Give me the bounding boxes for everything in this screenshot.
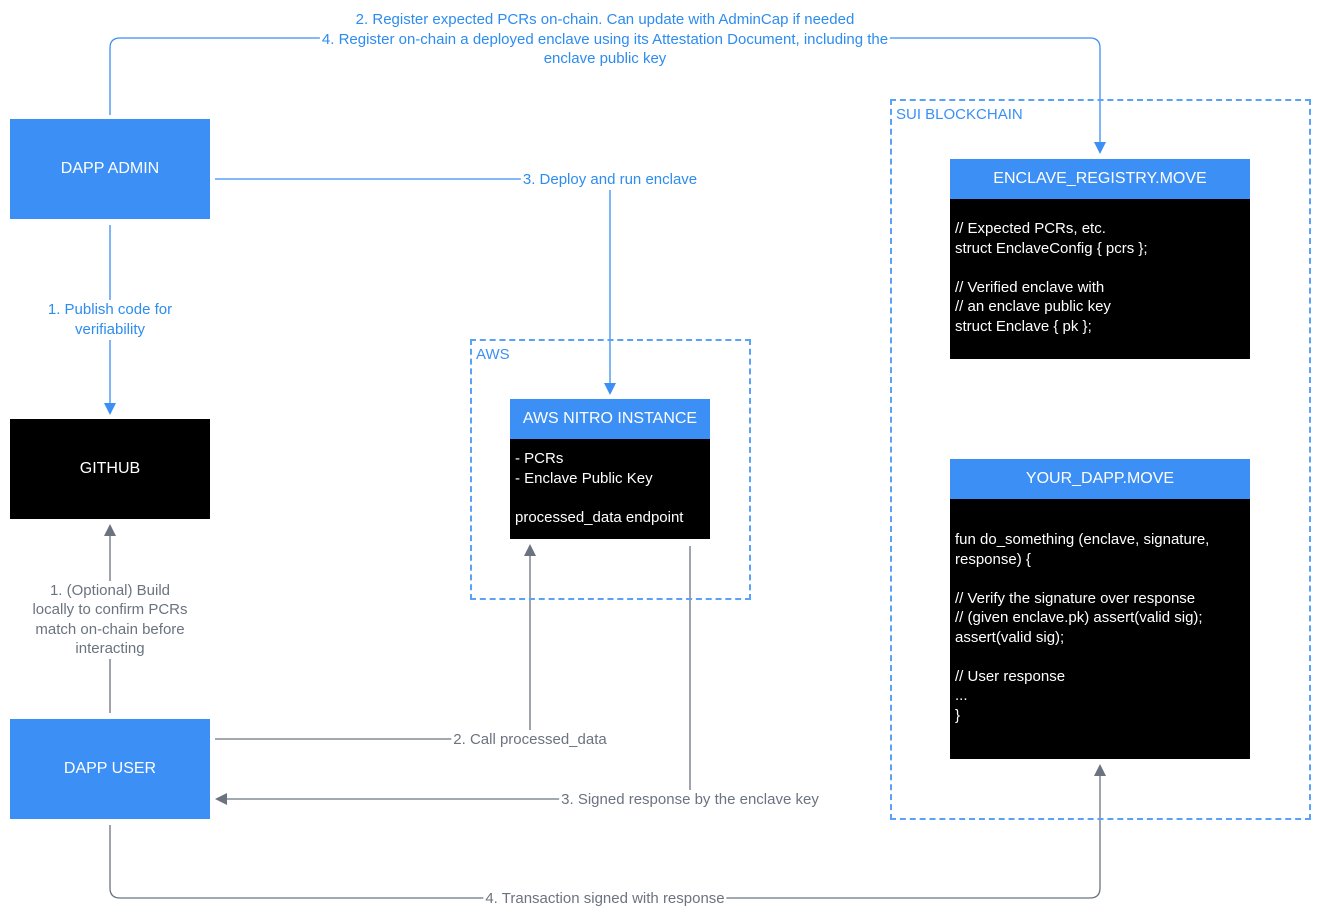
sui-blockchain-region-label: SUI BLOCKCHAIN [896,106,1023,123]
edge-label-register-line3: enclave public key [541,49,669,69]
dapp-user-node: DAPP USER [10,719,210,819]
aws-nitro-title: AWS NITRO INSTANCE [510,399,710,439]
your-dapp-code: fun do_something (enclave, signature, re… [950,499,1250,759]
github-node: GITHUB [10,419,210,519]
aws-region [470,339,751,600]
sui-blockchain-region [890,99,1311,820]
enclave-registry-title: ENCLAVE_REGISTRY.MOVE [950,159,1250,199]
enclave-registry-code: // Expected PCRs, etc. struct EnclaveCon… [950,199,1250,359]
edge-label-call: 2. Call processed_data [451,730,609,750]
edge-label-transaction: 4. Transaction signed with response [483,889,727,909]
dapp-admin-node: DAPP ADMIN [10,119,210,219]
edge-label-build-line1: 1. (Optional) Build [47,581,173,601]
edge-label-register-line1: 2. Register expected PCRs on-chain. Can … [353,10,857,30]
edge-label-build-line4: interacting [73,639,147,659]
edge-label-deploy: 3. Deploy and run enclave [520,170,700,190]
edge-label-register-line2: 4. Register on-chain a deployed enclave … [319,30,891,50]
edge-label-publish-line1: 1. Publish code for [45,300,175,320]
edge-label-publish-line2: verifiability [72,320,148,340]
your-dapp-title: YOUR_DAPP.MOVE [950,459,1250,499]
edge-label-signed-response: 3. Signed response by the enclave key [559,790,821,810]
aws-region-label: AWS [476,346,510,363]
edge-label-build-line3: match on-chain before [33,620,187,640]
edge-label-build-line2: locally to confirm PCRs [30,600,190,620]
aws-nitro-body: - PCRs - Enclave Public Key processed_da… [510,439,710,539]
